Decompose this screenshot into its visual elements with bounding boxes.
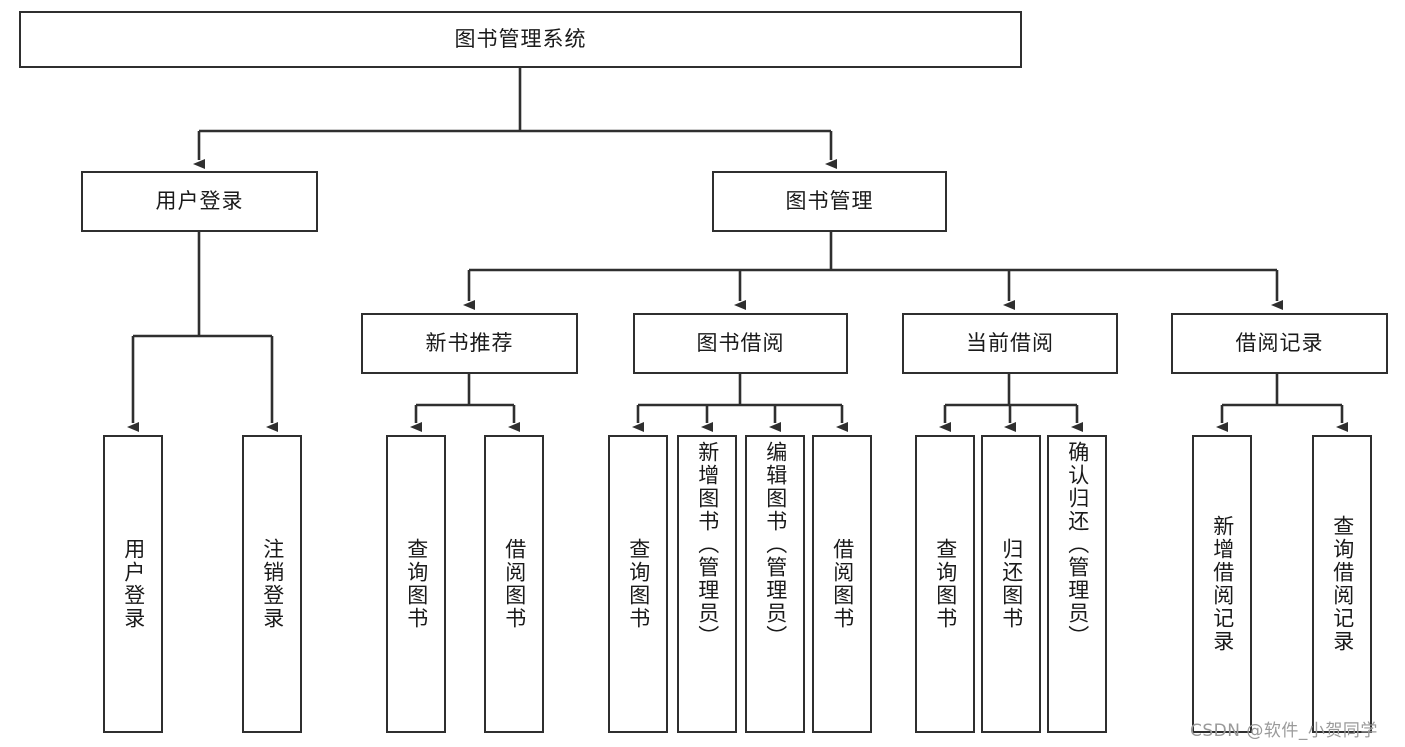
node-borrow-record[interactable]: 借阅记录 (1171, 313, 1388, 374)
leaf-borrow-record-add-record[interactable]: 新增借阅记录 (1192, 435, 1252, 733)
node-label: 查询图书 (404, 538, 429, 630)
csdn-watermark: CSDN @软件_小贺同学 (1190, 721, 1378, 741)
node-label: 查询图书 (626, 538, 651, 630)
node-label: 新增借阅记录 (1210, 515, 1235, 653)
node-label: 用户登录 (155, 188, 244, 213)
node-label: 图书管理 (785, 188, 874, 213)
node-label: 新书推荐 (425, 330, 514, 355)
leaf-book-borrow-edit-book-admin[interactable]: 编辑图书（管理员） (745, 435, 805, 733)
node-book-borrow[interactable]: 图书借阅 (633, 313, 848, 374)
leaf-new-book-borrow-book[interactable]: 借阅图书 (484, 435, 544, 733)
node-label: 借阅图书 (830, 538, 855, 630)
node-label: 查询借阅记录 (1330, 515, 1355, 653)
leaf-user-login-logout[interactable]: 注销登录 (242, 435, 302, 733)
node-label: 借阅记录 (1235, 330, 1324, 355)
leaf-current-borrow-return-book[interactable]: 归还图书 (981, 435, 1041, 733)
node-label: 查询图书 (933, 538, 958, 630)
node-label: 新增图书（管理员） (695, 441, 720, 648)
leaf-borrow-record-query-record[interactable]: 查询借阅记录 (1312, 435, 1372, 733)
leaf-current-borrow-confirm-return-admin[interactable]: 确认归还（管理员） (1047, 435, 1107, 733)
node-label: 编辑图书（管理员） (763, 441, 788, 648)
leaf-user-login-login[interactable]: 用户登录 (103, 435, 163, 733)
node-current-borrow[interactable]: 当前借阅 (902, 313, 1118, 374)
node-label: 当前借阅 (966, 330, 1054, 355)
leaf-book-borrow-query-book[interactable]: 查询图书 (608, 435, 668, 733)
node-root-book-management-system[interactable]: 图书管理系统 (19, 11, 1022, 68)
leaf-book-borrow-borrow-book[interactable]: 借阅图书 (812, 435, 872, 733)
node-label: 图书管理系统 (454, 26, 587, 51)
leaf-current-borrow-query-book[interactable]: 查询图书 (915, 435, 975, 733)
node-label: 借阅图书 (502, 538, 527, 630)
node-book-management[interactable]: 图书管理 (712, 171, 947, 232)
node-label: 注销登录 (260, 538, 285, 630)
node-new-book-recommend[interactable]: 新书推荐 (361, 313, 578, 374)
node-label: 用户登录 (121, 538, 146, 630)
node-label: 图书借阅 (696, 330, 785, 355)
node-label: 归还图书 (999, 538, 1024, 630)
node-user-login[interactable]: 用户登录 (81, 171, 318, 232)
leaf-new-book-query-book[interactable]: 查询图书 (386, 435, 446, 733)
leaf-book-borrow-add-book-admin[interactable]: 新增图书（管理员） (677, 435, 737, 733)
node-label: 确认归还（管理员） (1065, 441, 1090, 648)
